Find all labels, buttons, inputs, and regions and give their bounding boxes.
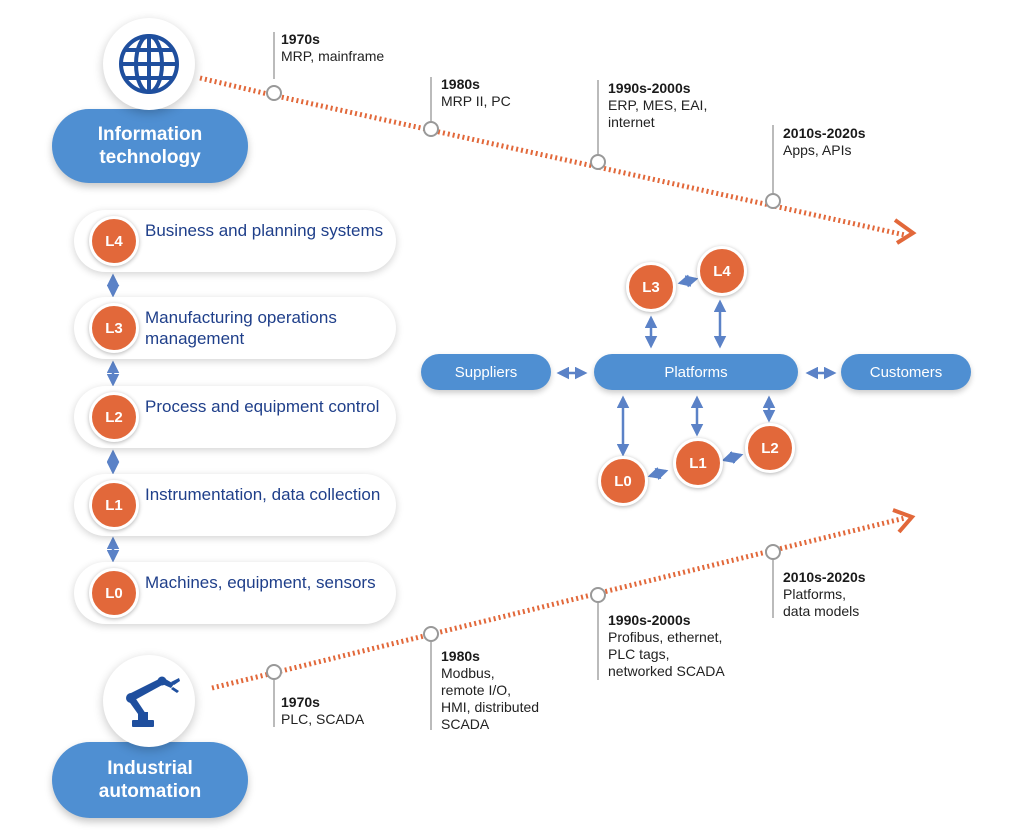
level-l2: L2 Process and equipment control — [74, 386, 396, 448]
ia-milestone-dot — [266, 664, 282, 680]
level-badge: L4 — [89, 216, 139, 266]
it-icon-circle — [103, 18, 195, 110]
milestone-era: 2010s-2020s — [783, 569, 866, 585]
platform-node-l0: L0 — [598, 456, 648, 506]
milestone-era: 1990s-2000s — [608, 612, 691, 628]
ia-milestone-dot — [423, 626, 439, 642]
it-milestone-dot — [590, 154, 606, 170]
ia-milestone-1980s: 1980s Modbus, remote I/O, HMI, distribut… — [441, 648, 539, 733]
it-milestone-1980s: 1980s MRP II, PC — [441, 76, 511, 110]
level-badge: L0 — [89, 568, 139, 618]
level-text: Process and equipment control — [145, 397, 380, 416]
level-l4: L4 Business and planning systems — [74, 210, 396, 272]
ia-label: Industrial automation — [52, 742, 248, 818]
platform-arrows — [556, 274, 837, 480]
it-milestone-dot — [423, 121, 439, 137]
milestone-desc: PLC, SCADA — [281, 711, 365, 727]
globe-icon — [119, 34, 179, 94]
platform-node-l4: L4 — [697, 246, 747, 296]
milestone-era: 1980s — [441, 76, 480, 92]
milestone-desc: Modbus, remote I/O, HMI, distributed SCA… — [441, 665, 540, 732]
suppliers-box: Suppliers — [421, 354, 551, 390]
milestone-era: 2010s-2020s — [783, 125, 866, 141]
milestone-era: 1970s — [281, 31, 320, 47]
level-l1: L1 Instrumentation, data collection — [74, 474, 396, 536]
platform-node-l1: L1 — [673, 438, 723, 488]
platform-node-l2: L2 — [745, 423, 795, 473]
level-l0: L0 Machines, equipment, sensors — [74, 562, 396, 624]
level-text: Instrumentation, data collection — [145, 485, 381, 504]
level-badge: L1 — [89, 480, 139, 530]
it-milestone-dot — [765, 193, 781, 209]
it-milestone-dot — [266, 85, 282, 101]
level-l3: L3 Manufacturing operations management — [74, 297, 396, 359]
level-badge: L2 — [89, 392, 139, 442]
it-label: Information technology — [52, 109, 248, 183]
ia-milestone-1970s: 1970s PLC, SCADA — [281, 694, 364, 728]
level-badge: L3 — [89, 303, 139, 353]
level-text: Machines, equipment, sensors — [145, 573, 376, 592]
ia-milestone-dot — [590, 587, 606, 603]
milestone-desc: MRP, mainframe — [281, 48, 385, 64]
ia-milestone-2010s-2020s: 2010s-2020s Platforms, data models — [783, 569, 866, 620]
it-milestone-1990s-2000s: 1990s-2000s ERP, MES, EAI, internet — [608, 80, 707, 131]
ia-milestone-dot — [765, 544, 781, 560]
ia-icon-circle — [103, 655, 195, 747]
milestone-desc: Apps, APIs — [783, 142, 852, 158]
platform-node-l3: L3 — [626, 262, 676, 312]
it-timeline — [199, 32, 917, 245]
ia-label-line2: automation — [98, 781, 202, 802]
milestone-desc: Profibus, ethernet, PLC tags, networked … — [608, 629, 725, 679]
milestone-era: 1980s — [441, 648, 480, 664]
platforms-box: Platforms — [594, 354, 798, 390]
it-milestone-1970s: 1970s MRP, mainframe — [281, 31, 384, 65]
milestone-era: 1970s — [281, 694, 320, 710]
it-label-line1: Information — [97, 124, 203, 145]
ia-timeline — [211, 508, 916, 730]
it-milestone-2010s-2020s: 2010s-2020s Apps, APIs — [783, 125, 866, 159]
ia-milestone-1990s-2000s: 1990s-2000s Profibus, ethernet, PLC tags… — [608, 612, 725, 680]
level-text: Manufacturing operations management — [145, 308, 337, 348]
customers-box: Customers — [841, 354, 971, 390]
robot-arm-icon — [126, 676, 180, 727]
milestone-desc: ERP, MES, EAI, internet — [608, 97, 708, 130]
milestone-era: 1990s-2000s — [608, 80, 691, 96]
milestone-desc: Platforms, data models — [783, 586, 860, 619]
it-label-line2: technology — [99, 147, 201, 168]
level-text: Business and planning systems — [145, 221, 384, 240]
milestone-desc: MRP II, PC — [441, 93, 511, 109]
ia-label-line1: Industrial — [107, 758, 193, 779]
